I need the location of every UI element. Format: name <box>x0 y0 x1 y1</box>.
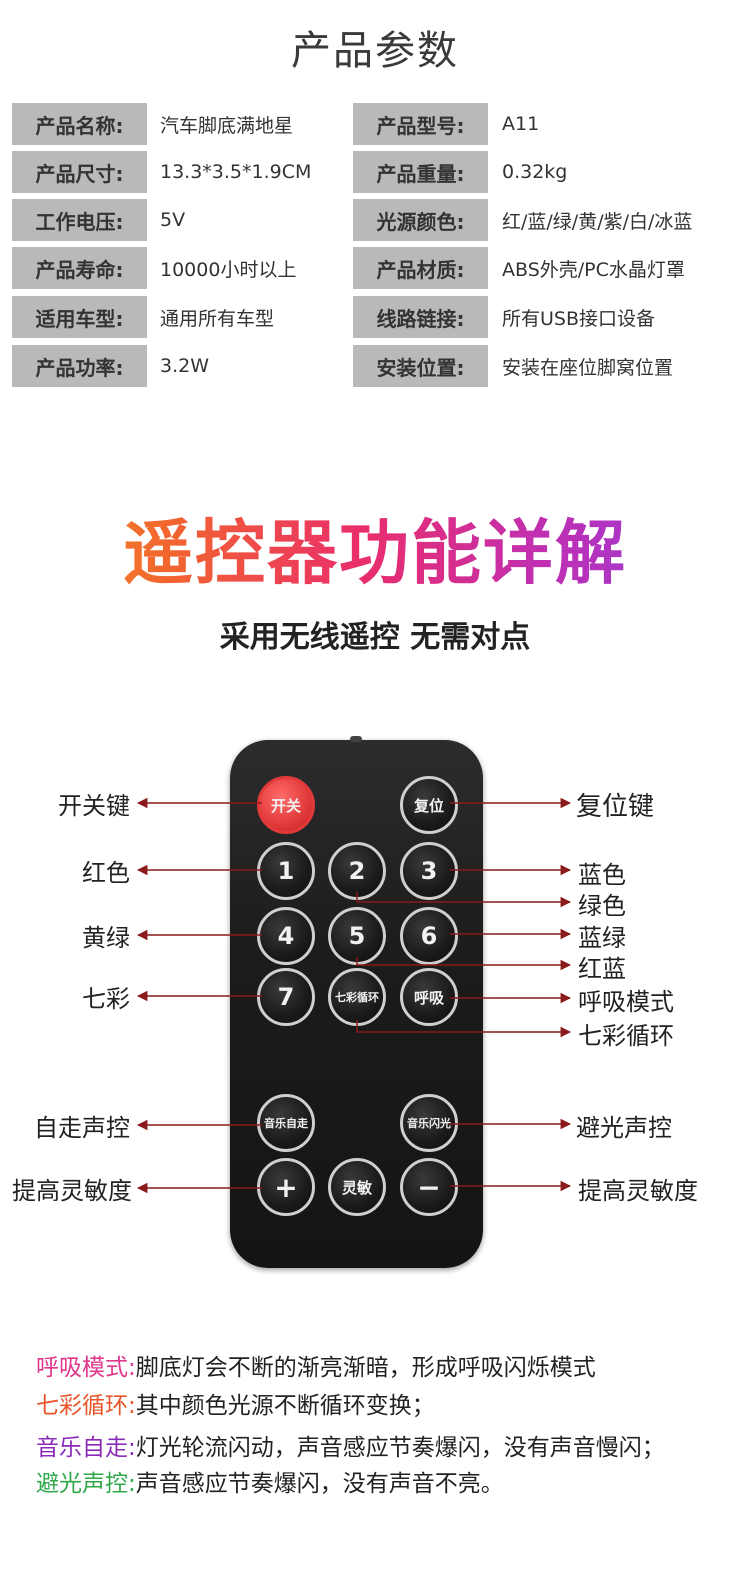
button-6[interactable]: 6 <box>400 907 458 965</box>
seven-color-cycle-button[interactable]: 七彩循环 <box>328 968 386 1026</box>
music-flash-button[interactable]: 音乐闪光 <box>400 1094 458 1152</box>
spec-value: 13.3*3.5*1.9CM <box>160 161 312 183</box>
spec-value: 3.2W <box>160 355 210 377</box>
spec-value: 通用所有车型 <box>160 307 275 330</box>
button-1[interactable]: 1 <box>257 842 315 900</box>
remote-subheading: 采用无线遥控 无需对点 <box>219 620 531 655</box>
breath-button[interactable]: 呼吸 <box>400 968 458 1026</box>
spec-value: 汽车脚底满地星 <box>160 114 294 137</box>
spec-label: 线路链接: <box>353 296 488 338</box>
spec-value: 安装在座位脚窝位置 <box>502 356 674 379</box>
spec-label: 安装位置: <box>353 345 488 387</box>
spec-value: 所有USB接口设备 <box>502 307 656 330</box>
callout-yellow-green: 黄绿 <box>82 924 130 952</box>
note-text: 其中颜色光源不断循环变换； <box>135 1393 435 1419</box>
callout-breath-mode: 呼吸模式 <box>578 988 674 1016</box>
spec-value: 5V <box>160 209 186 231</box>
callout-power: 开关键 <box>58 792 130 820</box>
spec-label: 光源颜色: <box>353 199 488 241</box>
callout-seven-cycle: 七彩循环 <box>578 1022 674 1050</box>
note-avoid-sound: 避光声控:声音感应节奏爆闪，没有声音不亮。 <box>36 1464 504 1498</box>
callout-sens-left: 提高灵敏度 <box>12 1177 132 1205</box>
spec-label: 产品寿命: <box>12 247 147 289</box>
spec-label: 产品材质: <box>353 247 488 289</box>
note-key: 音乐自走: <box>36 1435 136 1461</box>
spec-value: 红/蓝/绿/黄/紫/白/冰蓝 <box>502 210 693 233</box>
callout-auto-sound: 自走声控 <box>34 1114 130 1142</box>
callout-blue: 蓝色 <box>578 861 626 889</box>
callout-sens-right: 提高灵敏度 <box>578 1177 698 1205</box>
callout-avoid-sound: 避光声控 <box>576 1114 672 1142</box>
button-2[interactable]: 2 <box>328 842 386 900</box>
spec-value: A11 <box>502 113 540 135</box>
plus-button[interactable]: + <box>257 1158 315 1216</box>
note-key: 七彩循环: <box>36 1393 136 1419</box>
spec-value: 10000小时以上 <box>160 258 297 281</box>
music-auto-button[interactable]: 音乐自走 <box>257 1094 315 1152</box>
spec-label: 产品型号: <box>353 103 488 145</box>
note-key: 避光声控: <box>36 1471 136 1497</box>
spec-label: 产品重量: <box>353 151 488 193</box>
callout-red-blue: 红蓝 <box>578 955 626 983</box>
callout-red: 红色 <box>82 859 130 887</box>
note-key: 呼吸模式: <box>36 1355 136 1381</box>
power-button[interactable]: 开关 <box>257 776 315 834</box>
note-text: 脚底灯会不断的渐亮渐暗，形成呼吸闪烁模式 <box>135 1355 596 1381</box>
note-text: 灯光轮流闪动，声音感应节奏爆闪，没有声音慢闪； <box>135 1435 665 1461</box>
note-text: 声音感应节奏爆闪，没有声音不亮。 <box>135 1471 504 1497</box>
spec-title: 产品参数 <box>291 28 459 74</box>
spec-label: 产品尺寸: <box>12 151 147 193</box>
sensitivity-button[interactable]: 灵敏 <box>328 1158 386 1216</box>
remote-heading: 遥控器功能详解 <box>0 508 750 598</box>
minus-button[interactable]: − <box>400 1158 458 1216</box>
spec-value: 0.32kg <box>502 161 568 183</box>
callout-seven-color: 七彩 <box>82 985 130 1013</box>
ir-emitter <box>350 736 362 742</box>
spec-label: 产品名称: <box>12 103 147 145</box>
spec-value: ABS外壳/PC水晶灯罩 <box>502 258 685 281</box>
spec-label: 工作电压: <box>12 199 147 241</box>
button-3[interactable]: 3 <box>400 842 458 900</box>
callout-blue-green: 蓝绿 <box>578 924 626 952</box>
callout-green: 绿色 <box>578 892 626 920</box>
button-7[interactable]: 7 <box>257 968 315 1026</box>
note-music-auto: 音乐自走:灯光轮流闪动，声音感应节奏爆闪，没有声音慢闪； <box>36 1428 665 1462</box>
callout-reset: 复位键 <box>576 792 655 822</box>
note-cycle: 七彩循环:其中颜色光源不断循环变换； <box>36 1386 435 1420</box>
reset-button[interactable]: 复位 <box>400 776 458 834</box>
spec-label: 适用车型: <box>12 296 147 338</box>
button-5[interactable]: 5 <box>328 907 386 965</box>
note-breath: 呼吸模式:脚底灯会不断的渐亮渐暗，形成呼吸闪烁模式 <box>36 1348 596 1382</box>
button-4[interactable]: 4 <box>257 907 315 965</box>
spec-label: 产品功率: <box>12 345 147 387</box>
